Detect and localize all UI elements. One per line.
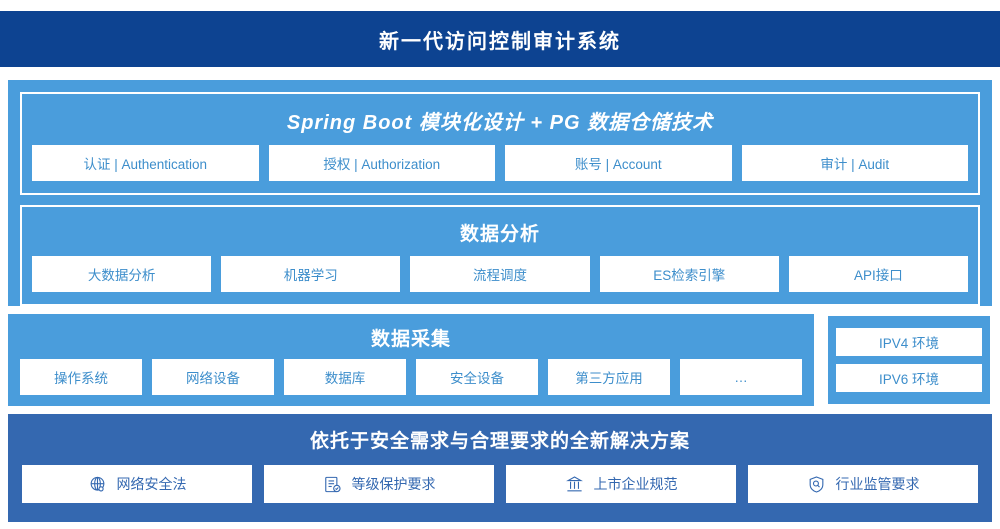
collection-title: 数据采集 [370,329,451,350]
shield-search-icon [807,474,827,494]
framework-title: Spring Boot 模块化设计 + PG 数据仓储技术 [286,112,714,134]
solution-section: 依托于安全需求与合理要求的全新解决方案 网络安全法 [8,414,992,522]
solution-title: 依托于安全需求与合理要求的全新解决方案 [309,431,690,452]
document-check-icon [323,474,343,494]
collection-section: 数据采集 操作系统 网络设备 数据库 安全设备 第三方应用 … [8,314,814,406]
solution-card-grade-protection[interactable]: 等级保护要求 [264,465,494,503]
collection-card-database[interactable]: 数据库 [284,359,406,395]
analysis-card-process-scheduling[interactable]: 流程调度 [410,256,590,292]
framework-card-authentication[interactable]: 认证 | Authentication [32,145,259,181]
framework-card-account[interactable]: 账号 | Account [505,145,732,181]
analysis-card-api[interactable]: API接口 [788,256,969,292]
solution-card-listed-company-norms[interactable]: 上市企业规范 [506,465,736,503]
framework-box: Spring Boot 模块化设计 + PG 数据仓储技术 认证 | Authe… [20,92,980,195]
solution-card-label: 网络安全法 [116,476,187,492]
solution-card-label: 行业监管要求 [835,476,920,492]
bank-building-icon [565,474,585,494]
collection-card-more[interactable]: … [680,359,802,395]
collection-card-security-device[interactable]: 安全设备 [416,359,538,395]
analysis-box: 数据分析 大数据分析 机器学习 流程调度 ES检索引擎 API接口 [20,205,980,306]
solution-card-label: 等级保护要求 [351,476,436,492]
globe-network-icon [88,474,108,494]
framework-card-authorization[interactable]: 授权 | Authorization [268,145,495,181]
environment-panel: IPV4 环境 IPV6 环境 [826,314,992,406]
analysis-card-es-search[interactable]: ES检索引擎 [599,256,779,292]
solution-card-row: 网络安全法 等级保护要求 [22,465,978,503]
environment-card-ipv6[interactable]: IPV6 环境 [836,364,982,392]
solution-card-cybersecurity-law[interactable]: 网络安全法 [22,465,252,503]
analysis-card-bigdata[interactable]: 大数据分析 [32,256,212,292]
analysis-card-row: 大数据分析 机器学习 流程调度 ES检索引擎 API接口 [32,256,969,292]
collection-row: 数据采集 操作系统 网络设备 数据库 安全设备 第三方应用 … IPV4 环境 … [8,314,992,406]
solution-card-industry-regulation[interactable]: 行业监管要求 [748,465,978,503]
collection-card-network-device[interactable]: 网络设备 [152,359,274,395]
collection-card-third-party-app[interactable]: 第三方应用 [548,359,670,395]
page-header: 新一代访问控制审计系统 [0,11,1000,67]
framework-card-audit[interactable]: 审计 | Audit [741,145,968,181]
environment-card-ipv4[interactable]: IPV4 环境 [836,328,982,356]
collection-card-row: 操作系统 网络设备 数据库 安全设备 第三方应用 … [20,359,802,395]
solution-card-label: 上市企业规范 [593,476,678,492]
framework-card-row: 认证 | Authentication 授权 | Authorization 账… [32,145,968,181]
collection-card-os[interactable]: 操作系统 [20,359,142,395]
analysis-title: 数据分析 [459,224,540,245]
platform-section: Spring Boot 模块化设计 + PG 数据仓储技术 认证 | Authe… [8,80,992,306]
analysis-card-machine-learning[interactable]: 机器学习 [221,256,401,292]
page-title: 新一代访问控制审计系统 [379,30,621,53]
